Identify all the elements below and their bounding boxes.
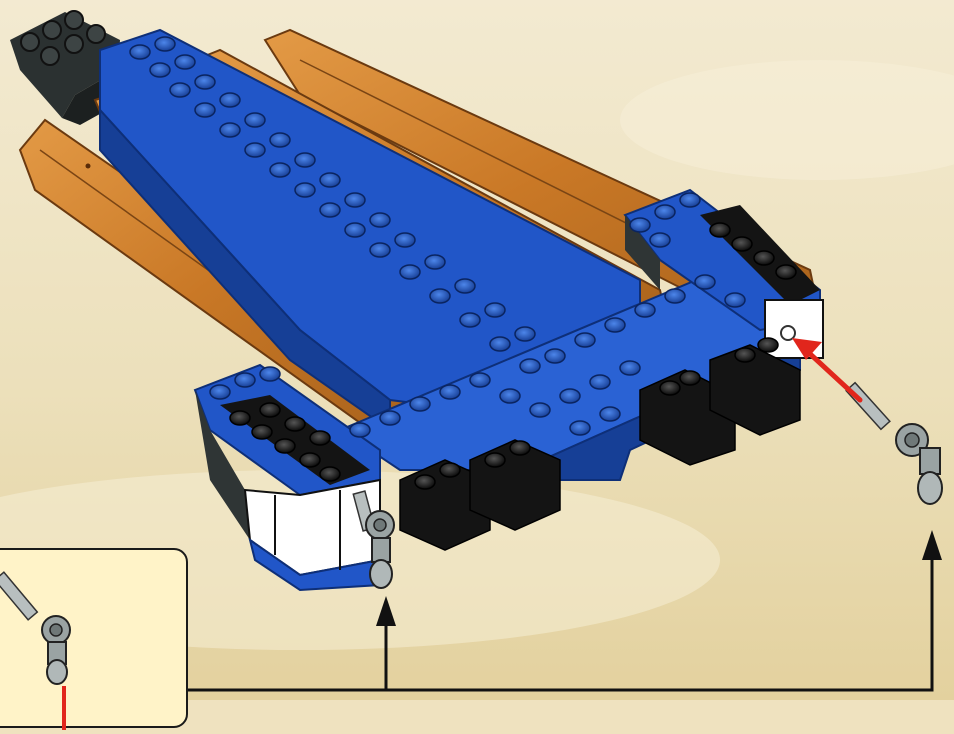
sub-assembly-panel bbox=[0, 548, 188, 728]
sub-assembly-pin bbox=[0, 550, 190, 730]
